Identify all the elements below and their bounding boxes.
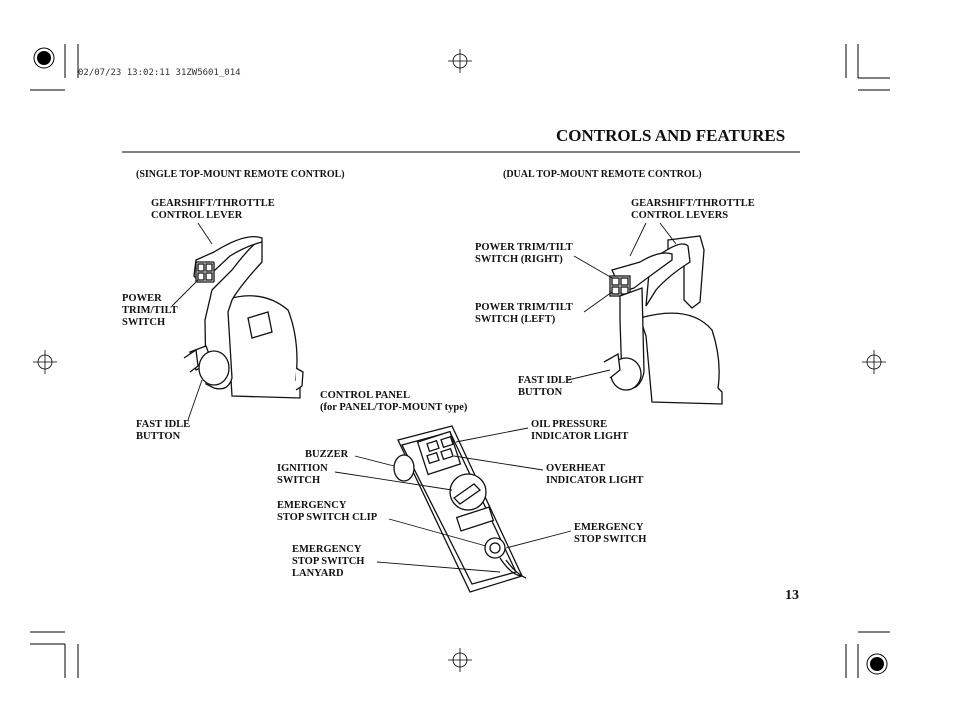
page-title: CONTROLS AND FEATURES [556, 126, 786, 145]
single-remote-control-illustration [183, 235, 304, 399]
lanyard-label: EMERGENCY STOP SWITCH LANYARD [292, 544, 365, 579]
single-lever-label: GEARSHIFT/THROTTLE CONTROL LEVER [151, 198, 275, 221]
stop-clip-label: EMERGENCY STOP SWITCH CLIP [277, 500, 378, 523]
registration-marks [33, 49, 886, 672]
dual-trim-left-label: POWER TRIM/TILT SWITCH (LEFT) [475, 302, 573, 325]
control-panel-illustration [393, 425, 527, 593]
page-number: 13 [785, 588, 799, 603]
single-trim-label: POWER TRIM/TILT SWITCH [122, 293, 178, 328]
oil-pressure-label: OIL PRESSURE INDICATOR LIGHT [531, 419, 629, 442]
crop-marks [30, 44, 890, 678]
overheat-label: OVERHEAT INDICATOR LIGHT [546, 463, 644, 486]
starburst-icon [33, 47, 888, 675]
dual-trim-right-label: POWER TRIM/TILT SWITCH (RIGHT) [475, 242, 573, 265]
leader-lines [171, 222, 677, 573]
buzzer-label: BUZZER [305, 449, 349, 460]
dual-levers-label: GEARSHIFT/THROTTLE CONTROL LEVERS [631, 198, 755, 221]
print-stamp: 02/07/23 13:02:11 31ZW5601_014 [78, 68, 241, 78]
single-fast-idle-label: FAST IDLE BUTTON [136, 419, 191, 442]
stop-switch-label: EMERGENCY STOP SWITCH [574, 522, 647, 545]
single-heading: (SINGLE TOP-MOUNT REMOTE CONTROL) [136, 169, 345, 180]
ignition-label: IGNITION SWITCH [277, 463, 328, 486]
dual-remote-control-illustration [603, 235, 723, 405]
dual-heading: (DUAL TOP-MOUNT REMOTE CONTROL) [503, 169, 702, 180]
dual-fast-idle-label: FAST IDLE BUTTON [518, 375, 573, 398]
panel-heading: CONTROL PANEL (for PANEL/TOP-MOUNT type) [320, 390, 468, 413]
